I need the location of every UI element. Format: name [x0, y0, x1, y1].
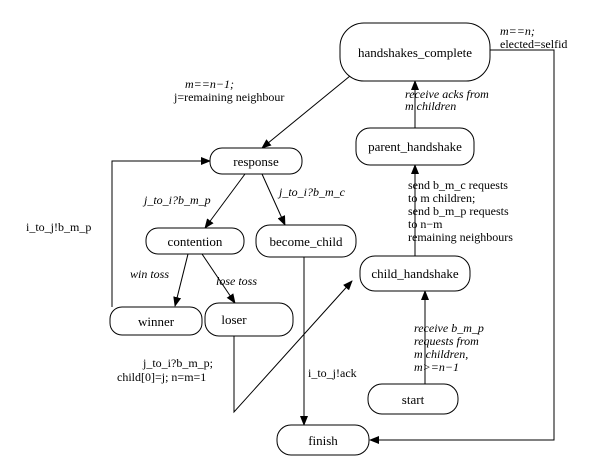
label-start-line3: m children,: [414, 347, 468, 361]
label-elected-action: elected=selfid: [500, 37, 567, 51]
edge-response-contention: [204, 173, 246, 229]
state-handshakes-complete: handshakes_complete: [339, 22, 491, 82]
label-send-line3: send b_m_p requests: [408, 204, 509, 218]
state-loser: loser: [204, 302, 294, 337]
edge-winner-response: [111, 157, 211, 307]
label-loser-child-condition: j_to_i?b_m_p;: [142, 356, 213, 370]
state-label: child_handshake: [371, 266, 459, 281]
state-winner: winner: [109, 306, 203, 336]
state-contention: contention: [145, 227, 245, 255]
state-label: loser: [221, 312, 247, 327]
state-start: start: [367, 383, 459, 415]
label-send-line5: remaining neighbours: [408, 230, 513, 244]
label-hc-response-action: j=remaining neighbour: [173, 90, 284, 104]
label-to-contention: j_to_i?b_m_p: [142, 193, 211, 207]
label-to-become-child: j_to_i?b_m_c: [277, 185, 346, 199]
label-acks-line1: receive acks from: [405, 87, 489, 101]
label-start-line4: m>=n−1: [414, 360, 459, 374]
label-acks-line2: m children: [405, 99, 456, 113]
state-label: parent_handshake: [368, 139, 462, 154]
edge-labels: m==n; elected=selfid m==n−1; j=remaining…: [26, 24, 567, 384]
label-loser-child-action: child[0]=j; n=m=1: [117, 370, 206, 384]
label-start-line1: receive b_m_p: [414, 321, 484, 335]
label-send-line1: send b_m_c requests: [408, 178, 508, 192]
state-label: winner: [138, 314, 175, 329]
label-elected-condition: m==n;: [500, 24, 535, 38]
label-send-line4: to n−m: [408, 217, 443, 231]
edge-response-becomechild: [261, 173, 286, 226]
state-label: finish: [308, 433, 338, 448]
state-finish: finish: [276, 424, 370, 456]
state-label: contention: [168, 234, 223, 249]
edges: [111, 49, 555, 444]
label-hc-response-condition: m==n−1;: [185, 77, 234, 91]
label-lose-toss: lose toss: [216, 274, 257, 288]
edge-hc-response: [261, 75, 351, 149]
state-label: response: [233, 154, 279, 169]
label-win-toss: win toss: [130, 267, 169, 281]
edge-contention-winner: [173, 253, 189, 307]
label-send-line2: to m children;: [408, 191, 475, 205]
state-parent-handshake: parent_handshake: [355, 127, 475, 166]
label-start-line2: requests from: [414, 334, 479, 348]
state-child-handshake: child_handshake: [359, 255, 471, 292]
state-label: start: [402, 392, 425, 407]
edge-contention-loser: [201, 253, 236, 304]
state-become-child: become_child: [255, 224, 357, 258]
label-winner-loop: i_to_j!b_m_p: [26, 220, 91, 234]
state-label: become_child: [270, 234, 343, 249]
label-ack: i_to_j!ack: [308, 366, 357, 380]
edge-hc-finish: [369, 49, 555, 444]
state-response: response: [209, 147, 303, 175]
state-label: handshakes_complete: [358, 45, 472, 60]
edge-loser-child: [233, 280, 353, 414]
